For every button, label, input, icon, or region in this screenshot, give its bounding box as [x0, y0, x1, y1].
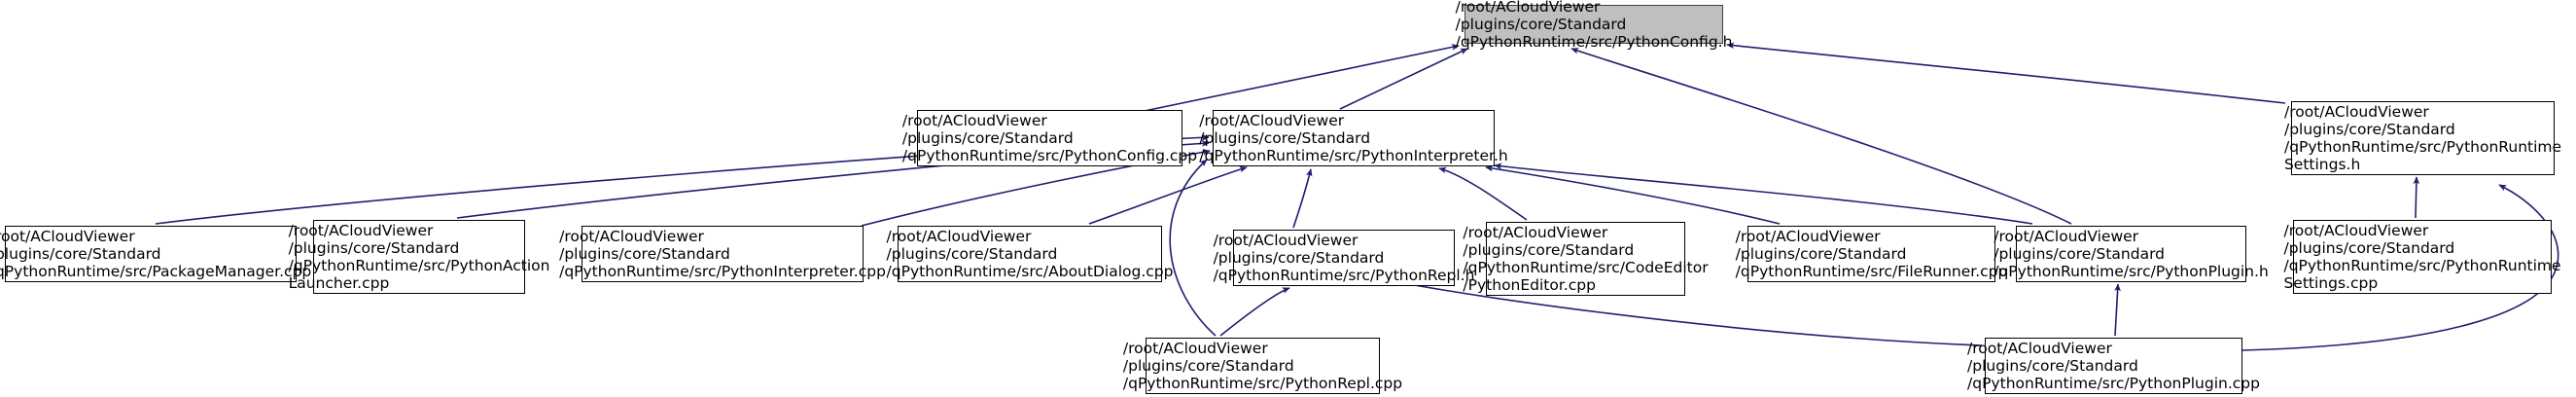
graph-node-package_manager_cpp[interactable]: /root/ACloudViewer /plugins/core/Standar… [0, 226, 311, 282]
graph-node-python_action_launcher_cpp[interactable]: /root/ACloudViewer /plugins/core/Standar… [289, 220, 549, 294]
graph-edge-file_runner_cpp-to-python_interpreter_h [1485, 164, 1781, 225]
graph-node-file_runner_cpp[interactable]: /root/ACloudViewer /plugins/core/Standar… [1736, 226, 2007, 282]
graph-node-label: /root/ACloudViewer /plugins/core/Standar… [2283, 103, 2562, 173]
graph-node-label: /root/ACloudViewer /plugins/core/Standar… [559, 228, 886, 280]
graph-node-label: /root/ACloudViewer /plugins/core/Standar… [2283, 222, 2561, 292]
graph-edge-python_config_cpp-to-python_config_h [1139, 44, 1460, 113]
graph-node-about_dialog_cpp[interactable]: /root/ACloudViewer /plugins/core/Standar… [887, 226, 1173, 282]
graph-node-python_plugin_cpp[interactable]: /root/ACloudViewer /plugins/core/Standar… [1967, 338, 2260, 394]
graph-edge-python_plugin_cpp-to-python_plugin_h [2114, 283, 2121, 337]
graph-edge-python_runtime_settings_cpp-to-python_runtime_settings_h [2413, 176, 2420, 219]
graph-edge-python_plugin_h-to-python_interpreter_h [1494, 162, 2033, 225]
graph-node-label: /root/ACloudViewer /plugins/core/Standar… [1199, 112, 1508, 164]
graph-node-label: /root/ACloudViewer /plugins/core/Standar… [886, 228, 1174, 280]
graph-edge-python_plugin_h-to-python_config_h [1570, 48, 2072, 225]
graph-node-python_repl_h[interactable]: /root/ACloudViewer /plugins/core/Standar… [1214, 230, 1474, 286]
graph-node-label: /root/ACloudViewer /plugins/core/Standar… [1994, 228, 2269, 280]
graph-edge-python_interpreter_h-to-python_config_h [1339, 48, 1468, 110]
graph-node-label: /root/ACloudViewer /plugins/core/Standar… [0, 228, 312, 280]
graph-node-label: /root/ACloudViewer /plugins/core/Standar… [1455, 0, 1733, 51]
graph-node-python_interpreter_cpp[interactable]: /root/ACloudViewer /plugins/core/Standar… [559, 226, 886, 282]
graph-node-code_editor_python_editor_cpp[interactable]: /root/ACloudViewer /plugins/core/Standar… [1463, 222, 1709, 296]
graph-node-python_config_h[interactable]: /root/ACloudViewer /plugins/core/Standar… [1456, 0, 1733, 51]
graph-node-label: /root/ACloudViewer /plugins/core/Standar… [1122, 340, 1403, 392]
graph-node-label: /root/ACloudViewer /plugins/core/Standar… [1463, 224, 1709, 294]
graph-node-python_interpreter_h[interactable]: /root/ACloudViewer /plugins/core/Standar… [1199, 110, 1508, 166]
graph-node-label: /root/ACloudViewer /plugins/core/Standar… [288, 222, 550, 292]
graph-edge-about_dialog_cpp-to-python_interpreter_h [1088, 165, 1248, 225]
graph-node-python_runtime_settings_h[interactable]: /root/ACloudViewer /plugins/core/Standar… [2284, 101, 2561, 175]
graph-edge-python_repl_cpp-to-python_repl_h [1219, 287, 1290, 337]
graph-node-python_plugin_h[interactable]: /root/ACloudViewer /plugins/core/Standar… [1994, 226, 2269, 282]
graph-node-python_config_cpp[interactable]: /root/ACloudViewer /plugins/core/Standar… [902, 110, 1197, 166]
graph-edge-code_editor_python_editor_cpp-to-python_interpreter_h [1438, 166, 1528, 221]
graph-edge-python_repl_h-to-python_interpreter_h [1292, 168, 1313, 229]
graph-node-label: /root/ACloudViewer /plugins/core/Standar… [901, 112, 1198, 164]
graph-edge-python_runtime_settings_h-to-python_config_h [1726, 42, 2286, 104]
graph-node-label: /root/ACloudViewer /plugins/core/Standar… [1213, 232, 1475, 284]
graph-node-label: /root/ACloudViewer /plugins/core/Standar… [1967, 340, 2260, 392]
graph-node-python_runtime_settings_cpp[interactable]: /root/ACloudViewer /plugins/core/Standar… [2283, 220, 2561, 294]
graph-node-python_repl_cpp[interactable]: /root/ACloudViewer /plugins/core/Standar… [1123, 338, 1402, 394]
graph-node-label: /root/ACloudViewer /plugins/core/Standar… [1735, 228, 2008, 280]
graph-edge-python_repl_cpp-to-python_interpreter_h [1169, 159, 1217, 337]
